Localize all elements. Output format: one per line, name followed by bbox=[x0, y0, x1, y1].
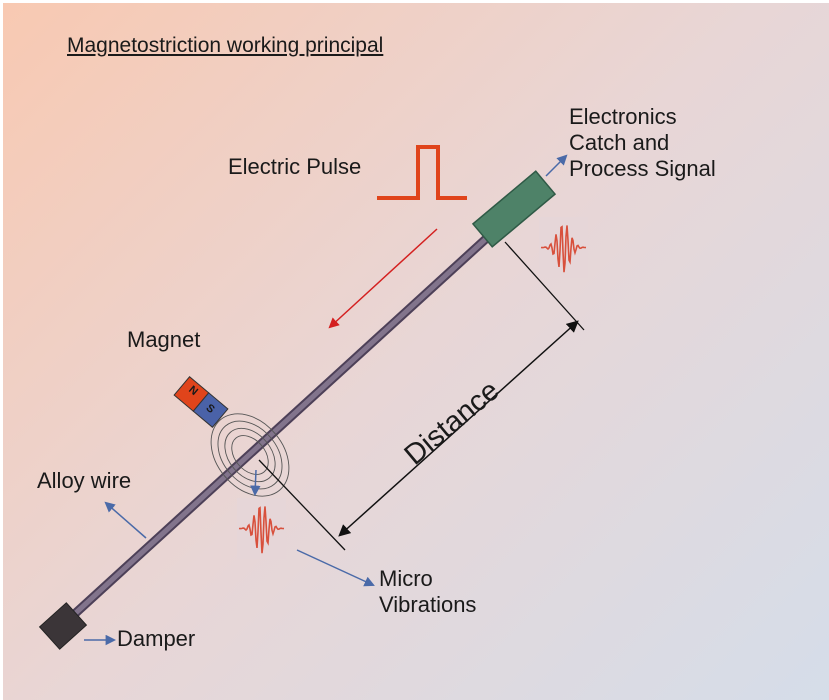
distance-dimension-arrow bbox=[338, 320, 579, 537]
electronics-box bbox=[471, 170, 557, 248]
electronics-output-arrow bbox=[545, 154, 568, 177]
electronics-label-line: Process Signal bbox=[569, 156, 716, 181]
micro-vibrations-label-line: Micro bbox=[379, 566, 433, 591]
electronics-label-line: Catch and bbox=[569, 130, 670, 155]
diagram-title: Magnetostriction working principal bbox=[67, 34, 384, 57]
electric-pulse-signal bbox=[377, 145, 467, 200]
damper-box bbox=[38, 602, 88, 650]
electronics-label-line: Electronics bbox=[569, 104, 677, 129]
alloy-wire-pointer-arrow bbox=[104, 501, 147, 539]
magnet-label: Magnet bbox=[127, 327, 201, 352]
electric-pulse-label: Electric Pulse bbox=[228, 154, 362, 179]
wave-signal-electronics bbox=[539, 217, 588, 278]
electronics-label: Electronics Catch and Process Signal bbox=[569, 104, 716, 182]
alloy-wire-label: Alloy wire bbox=[37, 468, 132, 493]
pulse-direction-arrow bbox=[328, 228, 438, 329]
micro-vibrations-label: Micro Vibrations bbox=[379, 566, 476, 618]
micro-vibrations-pointer-arrow bbox=[296, 549, 375, 587]
damper-label: Damper bbox=[117, 626, 196, 651]
magnetic-field-rings bbox=[210, 413, 290, 497]
magnet-south-pole bbox=[192, 392, 229, 428]
magnet bbox=[173, 376, 229, 428]
field-direction-arrow bbox=[250, 469, 261, 497]
distance-extension-lines bbox=[258, 241, 585, 551]
wave-signal-micro bbox=[237, 498, 286, 559]
alloy-wire bbox=[63, 221, 505, 625]
micro-vibrations-label-line: Vibrations bbox=[379, 592, 477, 617]
